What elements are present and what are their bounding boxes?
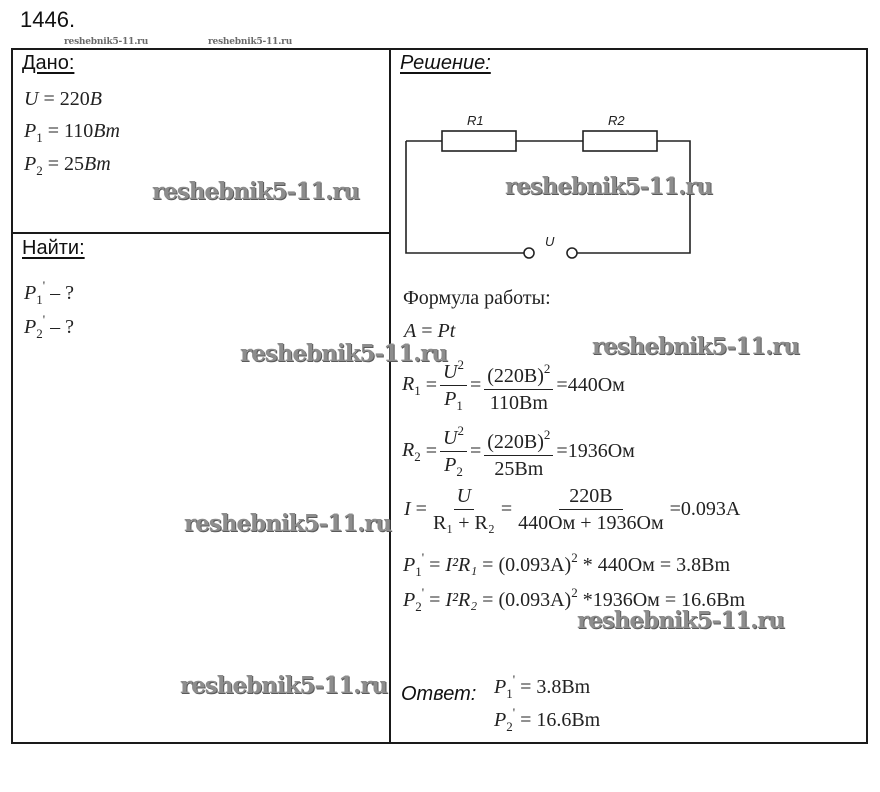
watermark: reshebnik5-11.ru <box>577 607 785 634</box>
watermark-small: reshebnik5-11.ru <box>64 37 149 47</box>
terminal-left-icon <box>523 247 535 259</box>
watermark-small: reshebnik5-11.ru <box>208 37 293 47</box>
given-power-2: P2 = 25Bm <box>24 153 111 178</box>
watermark: reshebnik5-11.ru <box>592 333 800 360</box>
wire <box>577 140 691 254</box>
row-divider <box>11 232 390 234</box>
p1-formula: P1' = I²R₁ = (0.093A)2 * 440Ом = 3.8Bm <box>403 550 731 579</box>
given-voltage: U = 220B <box>24 88 102 110</box>
solution-table <box>11 48 868 744</box>
watermark: reshebnik5-11.ru <box>152 178 360 205</box>
r2-label: R2 <box>608 113 625 128</box>
answer-p1: P1' = 3.8Bm <box>494 672 591 701</box>
wire <box>405 141 524 254</box>
formula-caption: Формула работы: <box>403 287 551 309</box>
circuit-diagram: R1 R2 U <box>405 113 691 259</box>
solution-heading: Решение: <box>400 52 491 74</box>
find-item-1: P1' – ? <box>24 278 74 307</box>
problem-number: 1446. <box>20 7 76 32</box>
find-heading: Найти: <box>22 237 85 259</box>
terminal-right-icon <box>566 247 578 259</box>
resistor-r1 <box>441 130 517 152</box>
source-label: U <box>545 234 555 249</box>
watermark: reshebnik5-11.ru <box>505 173 713 200</box>
p2-formula: P2' = I²R₂ = (0.093A)2 *1936Ом = 16.6Bm <box>403 585 746 614</box>
answer-p2: P2' = 16.6Bm <box>494 705 601 734</box>
column-divider <box>389 48 391 744</box>
given-power-1: P1 = 110Bm <box>24 120 120 145</box>
given-heading: Дано: <box>22 52 75 74</box>
r1-label: R1 <box>467 113 484 128</box>
answer-label: Ответ: <box>401 683 477 705</box>
watermark: reshebnik5-11.ru <box>180 672 388 699</box>
find-item-2: P2' – ? <box>24 312 74 341</box>
watermark: reshebnik5-11.ru <box>184 510 392 537</box>
work-formula: A = Pt <box>404 320 456 342</box>
watermark: reshebnik5-11.ru <box>240 340 448 367</box>
resistor-r2 <box>582 130 658 152</box>
